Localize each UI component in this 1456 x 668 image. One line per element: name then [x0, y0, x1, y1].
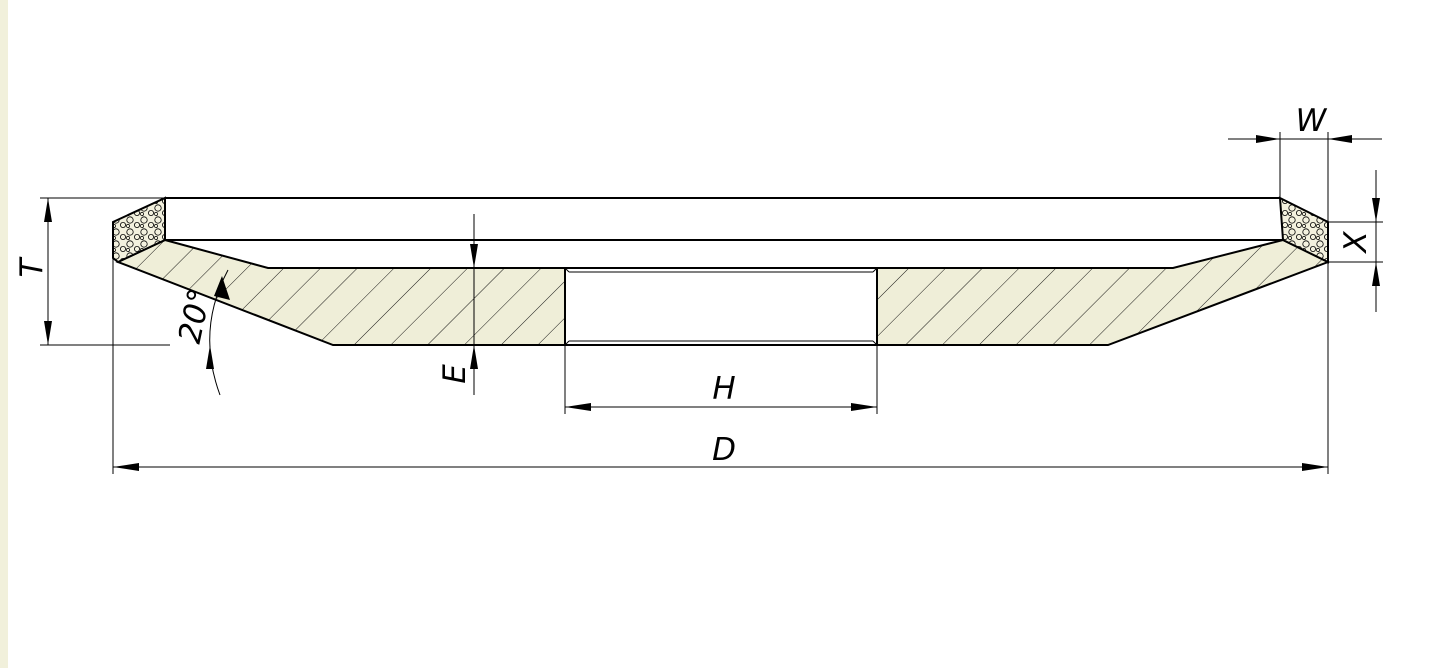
- d-arrow-right: [1302, 463, 1328, 471]
- x-arrow-bottom: [1372, 262, 1380, 286]
- angle-arrow-top: [214, 276, 230, 300]
- bore: [564, 267, 878, 346]
- abrasive-grain-right: [1280, 198, 1328, 262]
- x-label: X: [1338, 231, 1374, 255]
- h-arrow-right: [851, 403, 877, 411]
- w-arrow-left: [1256, 135, 1280, 143]
- d-arrow-left: [113, 463, 139, 471]
- angle-label: 20°: [172, 285, 219, 346]
- bore-chamfer-br: [872, 340, 878, 346]
- h-label: H: [712, 371, 735, 407]
- left-margin-strip: [0, 0, 8, 668]
- e-arrow-top: [470, 244, 478, 268]
- bore-chamfer-bl: [564, 340, 570, 346]
- h-arrow-left: [565, 403, 591, 411]
- t-arrow-top: [44, 198, 52, 222]
- bore-chamfer-tr: [872, 267, 878, 273]
- e-label: E: [437, 364, 473, 384]
- w-label: W: [1296, 103, 1328, 139]
- abrasive-outline-left: [112, 196, 166, 264]
- t-arrow-bottom: [44, 321, 52, 345]
- x-arrow-top: [1372, 198, 1380, 222]
- d-label: D: [712, 432, 736, 468]
- t-label: T: [14, 256, 50, 277]
- w-arrow-right: [1328, 135, 1352, 143]
- bore-chamfer-tl: [564, 267, 570, 273]
- angle-arrow-bottom: [206, 345, 214, 369]
- body-hatch-left: [118, 240, 565, 345]
- body-hatch-right: [877, 240, 1328, 345]
- e-arrow-bottom: [470, 345, 478, 369]
